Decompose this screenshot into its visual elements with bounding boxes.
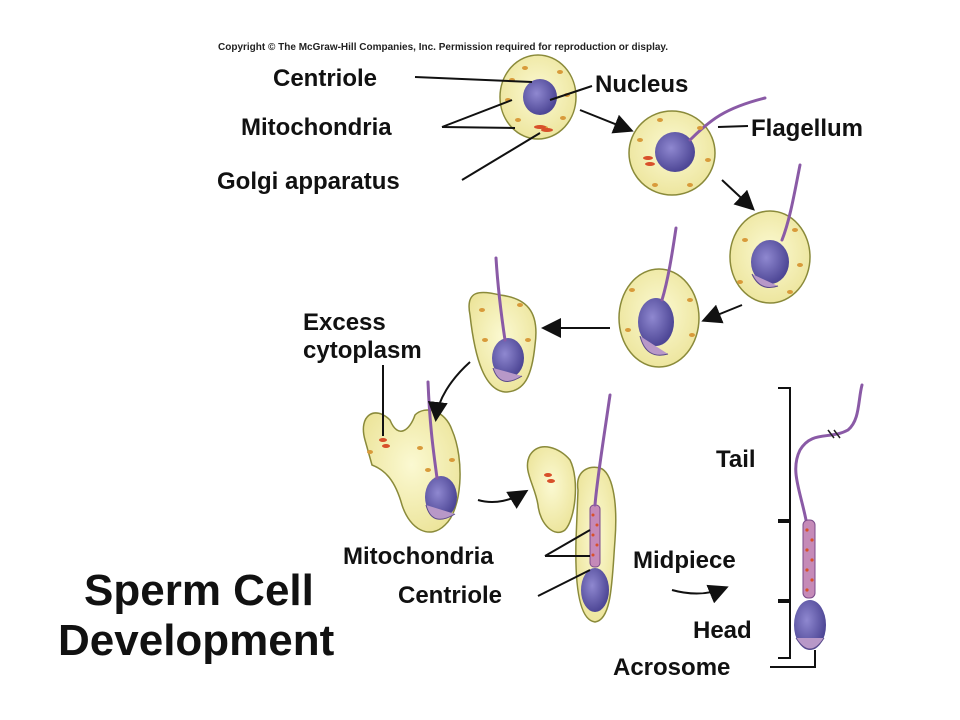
label-nucleus: Nucleus [595,71,688,98]
label-mitochondria-bottom: Mitochondria [343,543,494,570]
flagellum-3 [780,163,802,242]
cytoplasm-granules-5 [479,303,531,342]
title-line-2: Development [58,616,335,665]
label-acrosome: Acrosome [613,654,730,681]
label-tail: Tail [716,446,756,473]
acrosome-5 [492,367,523,382]
leader-centriole-top [414,76,533,83]
copyright-notice: Copyright © The McGraw-Hill Companies, I… [218,42,668,53]
flagellum-4 [660,226,678,302]
acrosome-6 [425,504,456,520]
cell-stage-1 [499,54,577,140]
midpiece-bracket [778,521,791,601]
title-line-1: Sperm Cell [84,566,314,615]
leader-acrosome [770,650,816,668]
cell-stage-6 [362,380,461,533]
shed-cytoplasm-body [526,446,577,534]
leader-golgi [461,132,541,181]
flagellum-6 [426,380,439,480]
tail-bracket [778,387,791,521]
arrow-6-to-7 [477,489,529,509]
leader-mitochondria-bottom [544,529,591,557]
cell-stage-4 [618,226,700,368]
sperm-tail [794,383,864,522]
acrosome-4 [639,335,669,356]
mitochondria-7 [591,513,599,557]
cell-stage-5 [468,256,537,393]
flagellum-2 [688,96,767,142]
label-head: Head [693,617,752,644]
nucleus-2 [655,132,695,172]
golgi-1 [534,125,553,132]
label-centriole-bottom: Centriole [398,582,502,609]
golgi-6 [379,438,390,448]
flagellum-7 [593,393,612,507]
arrow-7-to-mature [671,584,729,604]
arrow-1-to-2 [579,109,634,134]
golgi-2 [643,156,655,166]
nucleus-1 [523,79,557,115]
cytoplasm-granules-2 [637,118,711,187]
nucleus-7 [581,568,609,612]
cytoplasm-granules-6 [367,446,455,472]
label-centriole-top: Centriole [273,65,377,92]
tail-break-mark [827,429,841,439]
leader-nucleus [549,85,593,101]
label-excess-line1: Excess [303,309,386,336]
label-golgi: Golgi apparatus [217,168,400,195]
label-flagellum: Flagellum [751,115,863,142]
cell-stage-7 [575,393,617,623]
leader-mitochondria-top [441,99,516,129]
mature-sperm [778,383,864,659]
nucleus-3 [751,240,789,284]
label-excess-line2: cytoplasm [303,337,422,364]
cell-stage-2 [628,96,767,196]
leader-flagellum [717,125,749,128]
cell-stage-3 [729,163,811,304]
sperm-mitochondria [805,528,814,592]
arrow-3-to-4 [701,304,743,324]
nucleus-5 [492,338,524,378]
sperm-head [794,600,826,650]
cytoplasm-granules-4 [625,288,695,337]
nucleus-4 [638,298,674,346]
sperm-acrosome [795,637,825,650]
head-bracket [778,601,791,659]
shed-cytoplasm [526,446,577,534]
arrow-2-to-3 [721,179,755,211]
golgi-shed [544,473,555,483]
arrow-5-to-6 [427,361,471,422]
label-mitochondria-top: Mitochondria [241,114,392,141]
cytoplasm-granules-3 [737,228,803,294]
midpiece-7 [589,504,601,568]
acrosome-3 [751,273,779,288]
leader-centriole-bottom [537,569,591,597]
label-midpiece: Midpiece [633,547,736,574]
flagellum-5 [494,256,507,342]
